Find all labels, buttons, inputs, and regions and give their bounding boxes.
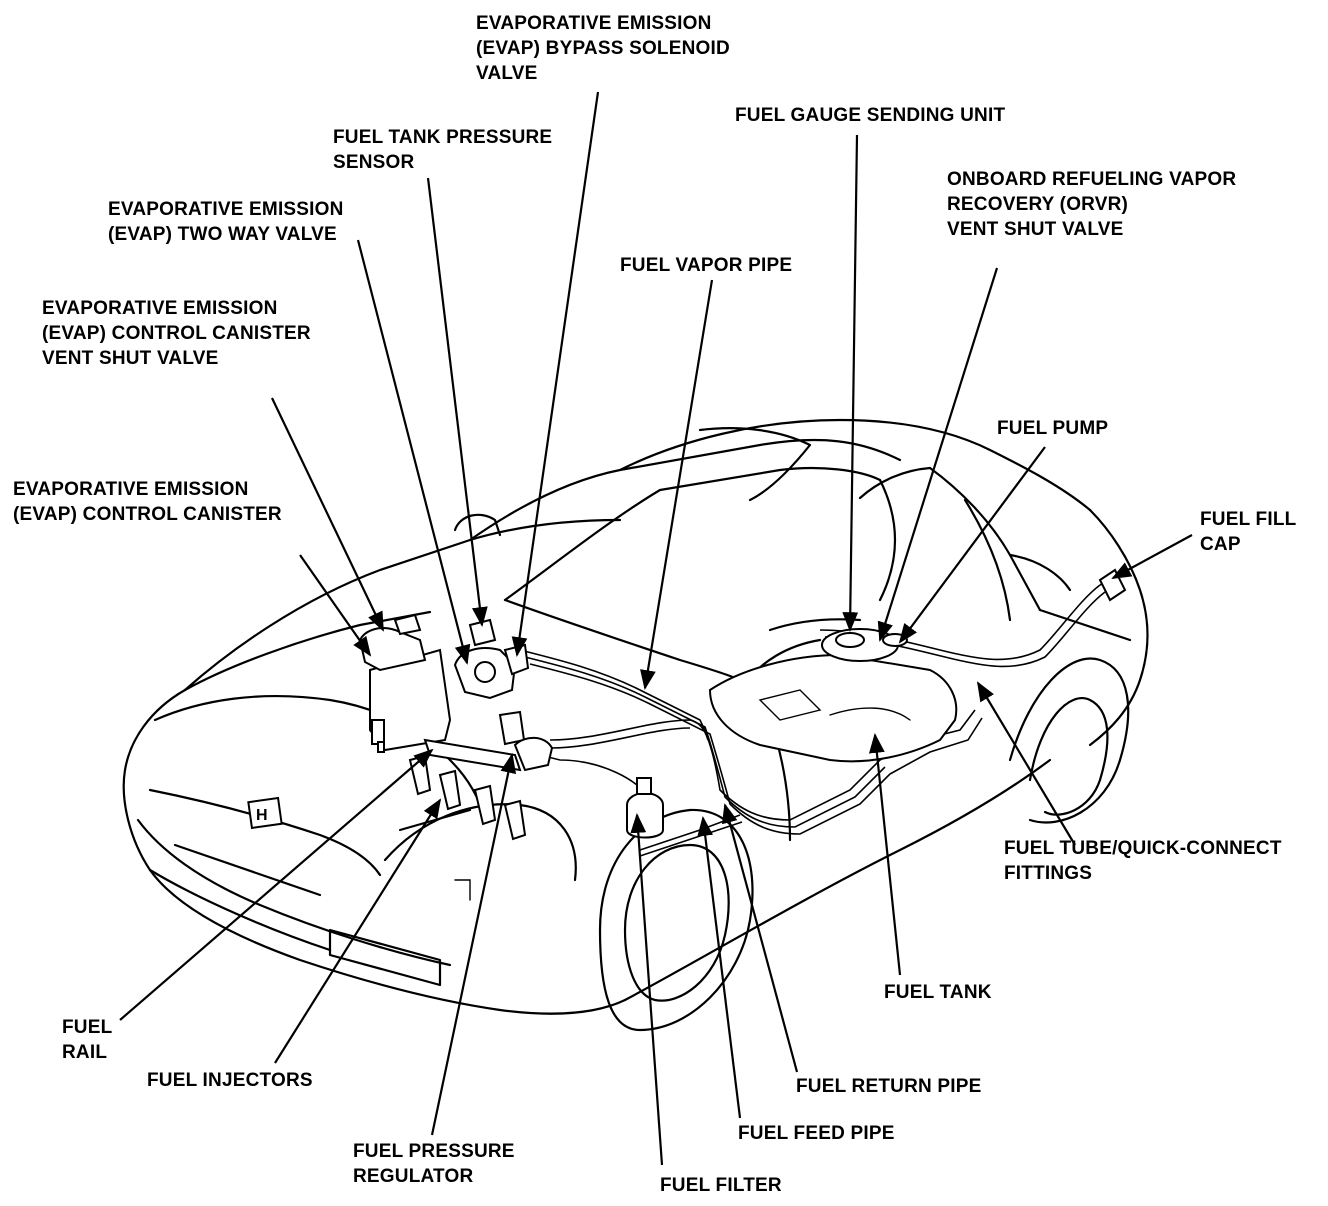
honda-emblem-letter: H	[256, 807, 268, 824]
evap-canister-shape	[358, 613, 452, 753]
fuel-filter-shape	[626, 777, 664, 839]
label-evap-control-canister: EVAPORATIVE EMISSION (EVAP) CONTROL CANI…	[13, 479, 282, 525]
label-evap-canister-vent-shut-valve: EVAPORATIVE EMISSION (EVAP) CONTROL CANI…	[42, 298, 311, 369]
label-fuel-tube-quick-connect-fittings: FUEL TUBE/QUICK-CONNECT FITTINGS	[1004, 838, 1282, 884]
label-fuel-pressure-regulator: FUEL PRESSURE REGULATOR	[353, 1141, 515, 1187]
label-evap-two-way-valve: EVAPORATIVE EMISSION (EVAP) TWO WAY VALV…	[108, 199, 344, 245]
label-fuel-rail: FUEL RAIL	[62, 1017, 113, 1063]
label-fuel-injectors: FUEL INJECTORS	[147, 1070, 313, 1091]
label-fuel-feed-pipe: FUEL FEED PIPE	[738, 1123, 895, 1144]
honda-emblem	[247, 796, 283, 830]
label-fuel-tank: FUEL TANK	[884, 982, 992, 1003]
label-fuel-gauge-sending-unit: FUEL GAUGE SENDING UNIT	[735, 105, 1006, 126]
fuel-rail-shape	[408, 710, 554, 841]
label-fuel-tank-pressure-sensor: FUEL TANK PRESSURE SENSOR	[333, 127, 553, 173]
label-fuel-pump: FUEL PUMP	[997, 418, 1109, 439]
label-fuel-return-pipe: FUEL RETURN PIPE	[796, 1076, 982, 1097]
label-fuel-vapor-pipe: FUEL VAPOR PIPE	[620, 255, 793, 276]
label-fuel-fill-cap: FUEL FILL CAP	[1200, 509, 1297, 555]
label-orvr-vent-shut-valve: ONBOARD REFUELING VAPOR RECOVERY (ORVR) …	[947, 169, 1237, 240]
fuel-tank-shape	[708, 628, 958, 763]
leader-lines	[119, 91, 1193, 1166]
label-evap-bypass-solenoid-valve: EVAPORATIVE EMISSION (EVAP) BYPASS SOLEN…	[476, 13, 730, 84]
label-fuel-filter: FUEL FILTER	[660, 1175, 782, 1196]
